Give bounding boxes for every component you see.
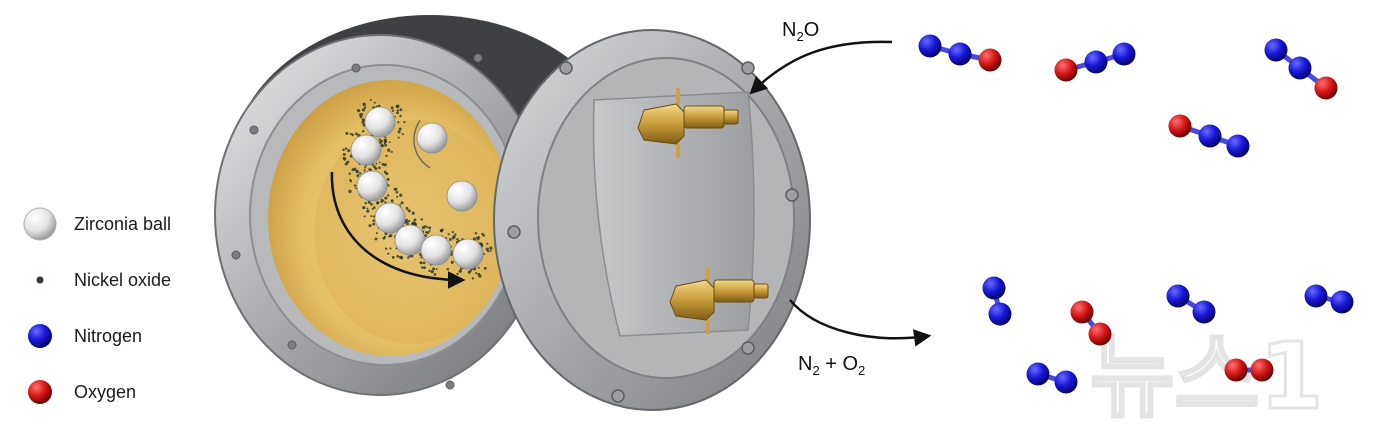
n2o-molecule bbox=[918, 34, 1002, 72]
zirconia-ball bbox=[420, 234, 452, 266]
zirconia-ball bbox=[446, 180, 478, 212]
oxygen-atom bbox=[1314, 76, 1338, 100]
zirconia-ball bbox=[350, 134, 382, 166]
o2-molecule bbox=[1070, 300, 1112, 346]
inlet-arrow bbox=[749, 40, 893, 95]
nickel-oxide-icon bbox=[36, 276, 44, 284]
oxygen-atom bbox=[1168, 114, 1192, 138]
legend-item-zirconia: Zirconia ball bbox=[20, 196, 220, 252]
oxygen-atom bbox=[1070, 300, 1094, 324]
outlet-arrow bbox=[789, 299, 932, 347]
zirconia-ball-icon bbox=[23, 207, 57, 241]
nitrogen-atom bbox=[1288, 56, 1312, 80]
n2-molecule bbox=[1026, 362, 1078, 394]
zirconia-balls bbox=[350, 106, 484, 270]
zirconia-ball bbox=[364, 106, 396, 138]
n2-molecule bbox=[1304, 284, 1354, 314]
zirconia-ball bbox=[416, 122, 448, 154]
jar-lid bbox=[493, 29, 811, 411]
legend-item-nitrogen: Nitrogen bbox=[20, 308, 220, 364]
oxygen-atom bbox=[1224, 358, 1248, 382]
legend: Zirconia ball Nickel oxide Nitrogen Oxyg… bbox=[20, 196, 220, 420]
nitrogen-atom bbox=[1054, 370, 1078, 394]
ball-trajectory bbox=[413, 119, 431, 169]
news1-watermark: 뉴스1 bbox=[1089, 322, 1325, 432]
nitrogen-atom bbox=[948, 42, 972, 66]
milling-jar bbox=[214, 15, 630, 396]
outlet-fitting bbox=[669, 268, 769, 334]
inlet-fitting bbox=[637, 88, 739, 158]
legend-label: Oxygen bbox=[74, 381, 137, 402]
nitrogen-atom bbox=[1198, 124, 1222, 148]
zirconia-ball bbox=[394, 224, 426, 256]
nitrogen-atom bbox=[982, 276, 1006, 300]
nitrogen-atom bbox=[1112, 42, 1136, 66]
oxygen-atom bbox=[1250, 358, 1274, 382]
outlet-gas-label: N2 + O2 bbox=[798, 353, 865, 378]
jar-flange-bolts bbox=[231, 53, 483, 390]
legend-item-nickel-oxide: Nickel oxide bbox=[20, 252, 220, 308]
nitrogen-atom bbox=[1084, 50, 1108, 74]
lid-plate bbox=[592, 91, 755, 337]
gas-molecules bbox=[918, 34, 1354, 394]
legend-label: Zirconia ball bbox=[74, 213, 172, 234]
n2o-molecule bbox=[1168, 114, 1250, 158]
watermark-text: 뉴스1 bbox=[1090, 323, 1323, 430]
nitrogen-atom bbox=[1330, 290, 1354, 314]
oxygen-atom-icon bbox=[28, 380, 52, 404]
lid-bolts bbox=[507, 61, 799, 403]
nitrogen-atom bbox=[1264, 38, 1288, 62]
n2o-molecule bbox=[1264, 38, 1338, 100]
nitrogen-atom bbox=[1226, 134, 1250, 158]
nitrogen-atom-icon bbox=[28, 324, 52, 348]
nitrogen-atom bbox=[1166, 284, 1190, 308]
nitrogen-atom bbox=[988, 302, 1012, 326]
nitrogen-atom bbox=[1304, 284, 1328, 308]
rotation-arrow bbox=[330, 171, 466, 289]
legend-item-oxygen: Oxygen bbox=[20, 364, 220, 420]
zirconia-ball bbox=[356, 170, 388, 202]
nitrogen-atom bbox=[1026, 362, 1050, 386]
inlet-gas-label: N2O bbox=[782, 19, 819, 44]
oxygen-atom bbox=[1054, 58, 1078, 82]
o2-molecule bbox=[1224, 358, 1274, 382]
n2o-molecule bbox=[1054, 42, 1136, 82]
legend-label: Nitrogen bbox=[74, 325, 143, 346]
oxygen-atom bbox=[978, 48, 1002, 72]
zirconia-ball bbox=[374, 202, 406, 234]
nitrogen-atom bbox=[918, 34, 942, 58]
n2-molecule bbox=[982, 276, 1012, 326]
n2-molecule bbox=[1166, 284, 1216, 324]
zirconia-ball bbox=[452, 238, 484, 270]
legend-label: Nickel oxide bbox=[74, 269, 172, 290]
oxygen-atom bbox=[1088, 322, 1112, 346]
nitrogen-atom bbox=[1192, 300, 1216, 324]
